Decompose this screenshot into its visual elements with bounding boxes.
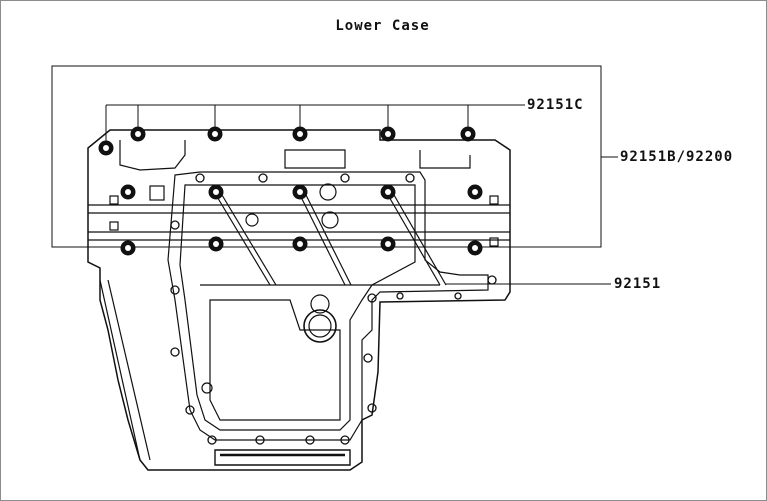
callout-92151B-92200: 92151B/92200 bbox=[620, 149, 734, 165]
callout-92151: 92151 bbox=[614, 276, 662, 292]
diagram-title: Lower Case bbox=[335, 18, 430, 34]
bolt-92151 bbox=[208, 184, 396, 252]
callout-92151C: 92151C bbox=[527, 97, 584, 113]
callout-bracket-box bbox=[51, 65, 602, 248]
bolt-92151C bbox=[98, 126, 476, 156]
